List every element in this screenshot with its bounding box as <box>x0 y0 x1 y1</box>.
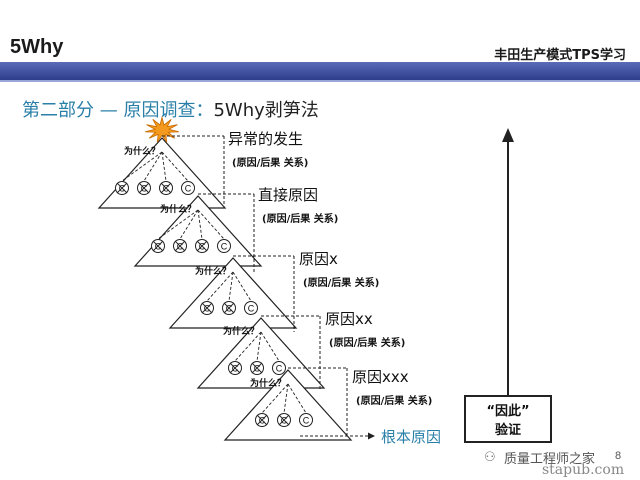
cause-mark: C <box>276 364 283 374</box>
why-triangle-2: C C C C 为什么？ <box>133 195 263 267</box>
why-label: 为什么？ <box>160 203 196 215</box>
cause-cross <box>256 414 268 426</box>
cause-circle <box>217 239 231 253</box>
why-label: 为什么？ <box>195 265 231 277</box>
level-title: 直接原因 <box>258 186 318 204</box>
cause-circle <box>181 181 195 195</box>
cause-cross <box>174 240 186 252</box>
triangle-outline <box>168 257 298 329</box>
connectors-layer <box>162 135 375 440</box>
level-relation: (原因/后果 关系) <box>329 336 405 349</box>
verification-layer: “因此” 验证 <box>464 128 552 443</box>
cause-cross <box>196 240 208 252</box>
cause-mark: C <box>281 416 288 426</box>
watermark-text: 质量工程师之家 <box>504 452 596 467</box>
verify-box <box>464 395 552 443</box>
level-title: 原因xx <box>325 310 373 328</box>
level-title: 原因x <box>299 250 338 268</box>
cause-cross <box>160 182 172 194</box>
cause-mark: C <box>303 416 310 426</box>
header-band <box>0 62 640 80</box>
cause-link <box>261 383 289 414</box>
cause-link <box>206 271 234 302</box>
cause-mark: C <box>254 364 261 374</box>
cause-link <box>197 209 225 240</box>
labels-layer: 异常的发生 (原因/后果 关系) 直接原因 (原因/后果 关系) 原因x (原因/后果 关… <box>228 130 441 446</box>
header-title: 5Why <box>10 36 64 58</box>
level-relation: (原因/后果 关系) <box>262 212 338 225</box>
why-triangle-3: C C C 为什么？ <box>168 257 298 329</box>
cause-link <box>161 151 189 182</box>
cause-mark: C <box>155 242 162 252</box>
verify-line2: 验证 <box>495 422 521 438</box>
cause-link <box>287 383 307 414</box>
cause-mark: C <box>199 242 206 252</box>
cause-cross <box>251 362 263 374</box>
why-label: 为什么？ <box>124 145 160 157</box>
cause-mark: C <box>185 184 192 194</box>
cause-link <box>232 271 252 302</box>
cause-mark: C <box>141 184 148 194</box>
cause-mark: C <box>248 304 255 314</box>
cause-mark: C <box>259 416 266 426</box>
cause-link <box>234 331 262 362</box>
cause-cross <box>201 302 213 314</box>
cause-link <box>121 151 163 182</box>
cause-mark: C <box>221 242 228 252</box>
level-label-4: 原因xx (原因/后果 关系) <box>325 310 405 349</box>
level-relation: (原因/后果 关系) <box>356 394 432 407</box>
verify-line1: “因此” <box>486 403 529 419</box>
cause-cross <box>116 182 128 194</box>
watermark-url: stapub.com <box>542 462 625 478</box>
cause-circle <box>299 413 313 427</box>
level-title: 原因xxx <box>352 368 409 386</box>
level-label-3: 原因x (原因/后果 关系) <box>299 250 379 289</box>
why-label: 为什么？ <box>250 377 286 389</box>
level-relation: (原因/后果 关系) <box>303 276 379 289</box>
page-number: 8 <box>615 450 622 462</box>
triangle-outline <box>97 137 227 209</box>
section-title: 第二部分 — 原因调查：5Why剥笋法 <box>22 96 319 122</box>
header-subtitle: 丰田生产模式TPS学习 <box>494 48 626 63</box>
cause-link <box>179 209 199 240</box>
cause-mark: C <box>177 242 184 252</box>
level-label-5: 原因xxx (原因/后果 关系) <box>352 368 432 407</box>
cause-circle <box>244 301 258 315</box>
level-relation: (原因/后果 关系) <box>232 156 308 169</box>
cause-cross <box>138 182 150 194</box>
section-title-prefix: 第二部分 — 原因调查： <box>22 100 214 121</box>
cause-cross <box>278 414 290 426</box>
section-title-suffix: 5Why剥笋法 <box>213 100 319 121</box>
wechat-icon: ⚇ <box>484 450 496 465</box>
cause-mark: C <box>204 304 211 314</box>
why-label: 为什么？ <box>223 325 259 337</box>
cause-link <box>157 209 199 240</box>
cause-cross <box>229 362 241 374</box>
cause-mark: C <box>163 184 170 194</box>
cause-cross <box>152 240 164 252</box>
why-triangle-4: C C C 为什么？ <box>196 317 326 389</box>
why-triangle-5: C C C 为什么？ <box>223 369 353 441</box>
triangles-layer: C C C C 为什么？ C C C C 为什么？ C C C 为什么？ C C C 为什么？ C C C 为什么？ <box>97 115 353 441</box>
cause-link <box>143 151 163 182</box>
header-divider <box>0 80 640 82</box>
arrow-up-icon <box>502 128 514 142</box>
cause-mark: C <box>232 364 239 374</box>
level-label-1: 异常的发生 (原因/后果 关系) <box>228 130 308 169</box>
level-title: 异常的发生 <box>228 130 303 148</box>
burst-icon <box>145 115 179 143</box>
cause-circle <box>272 361 286 375</box>
cause-link <box>260 331 280 362</box>
cause-mark: C <box>119 184 126 194</box>
cause-cross <box>223 302 235 314</box>
cause-mark: C <box>226 304 233 314</box>
root-cause-label: 根本原因 <box>381 428 441 446</box>
why-triangle-1: C C C C 为什么？ <box>97 137 227 209</box>
level-label-2: 直接原因 (原因/后果 关系) <box>258 186 338 225</box>
